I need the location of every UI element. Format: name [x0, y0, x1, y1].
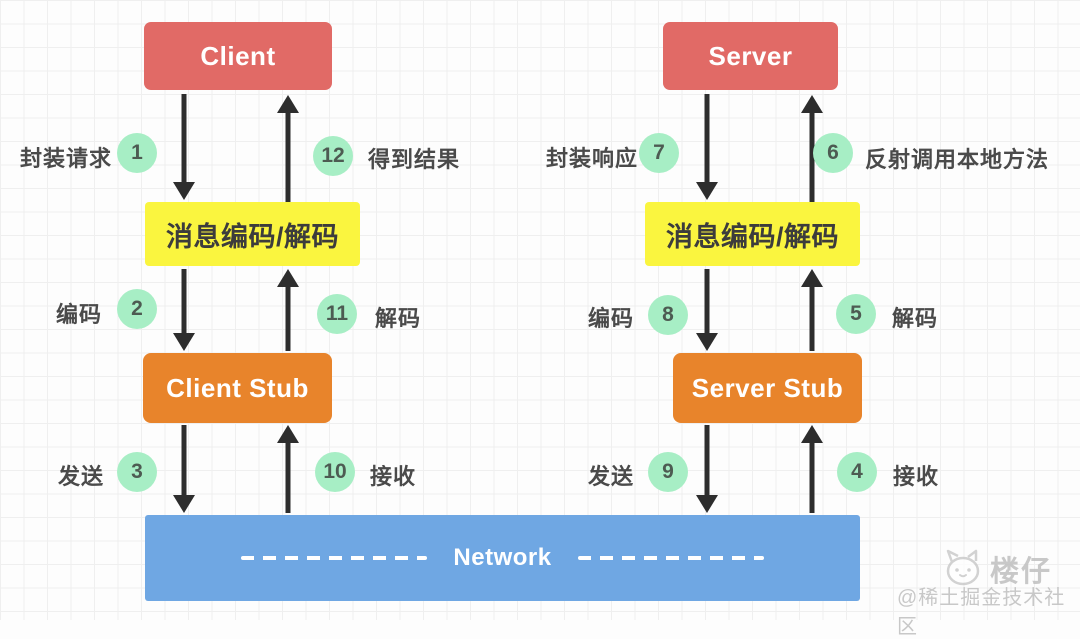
arrow-down-icon	[695, 269, 719, 351]
server-stub-box: Server Stub	[673, 353, 862, 423]
arrow-down-icon	[172, 425, 196, 513]
step-badge: 3	[117, 452, 157, 492]
arrow-down-icon	[172, 94, 196, 200]
step-badge: 1	[117, 133, 157, 173]
annotation-label: 发送	[588, 464, 635, 489]
annotation-label: 封装请求	[20, 146, 113, 171]
annotation-label: 解码	[375, 306, 422, 331]
network-box: Network	[145, 515, 860, 601]
step-badge: 5	[836, 294, 876, 334]
step-badge: 8	[648, 295, 688, 335]
client-box: Client	[144, 22, 332, 90]
client-stub-box: Client Stub	[143, 353, 332, 423]
step-badge: 10	[315, 452, 355, 492]
watermark-community: @稀土掘金技术社区	[897, 587, 1066, 638]
network-dash-left	[241, 556, 428, 560]
step-badge: 9	[648, 452, 688, 492]
watermark-author: 楼仔	[990, 556, 1053, 588]
annotation-label: 得到结果	[368, 147, 461, 172]
annotation-label: 发送	[58, 464, 105, 489]
arrow-down-icon	[695, 94, 719, 200]
step-badge: 4	[837, 452, 877, 492]
arrow-up-icon	[276, 425, 300, 513]
step-badge: 6	[813, 133, 853, 173]
client-codec-box: 消息编码/解码	[145, 202, 360, 266]
annotation-label: 反射调用本地方法	[865, 147, 1050, 172]
annotation-label: 封装响应	[546, 146, 639, 171]
server-codec-box: 消息编码/解码	[645, 202, 860, 266]
arrow-up-icon	[800, 269, 824, 351]
server-box: Server	[663, 22, 838, 90]
network-dash-right	[577, 556, 764, 560]
arrow-down-icon	[172, 269, 196, 351]
network-label: Network	[453, 544, 552, 571]
annotation-label: 解码	[892, 306, 939, 331]
step-badge: 2	[117, 289, 157, 329]
annotation-label: 接收	[370, 464, 417, 489]
arrow-down-icon	[695, 425, 719, 513]
arrow-up-icon	[800, 95, 824, 202]
arrow-up-icon	[800, 425, 824, 513]
arrow-up-icon	[276, 269, 300, 351]
arrow-up-icon	[276, 95, 300, 202]
annotation-label: 编码	[56, 302, 103, 327]
step-badge: 12	[313, 136, 353, 176]
annotation-label: 接收	[893, 464, 940, 489]
step-badge: 11	[317, 294, 357, 334]
cat-logo-icon	[938, 548, 988, 593]
annotation-label: 编码	[588, 306, 635, 331]
step-badge: 7	[639, 133, 679, 173]
